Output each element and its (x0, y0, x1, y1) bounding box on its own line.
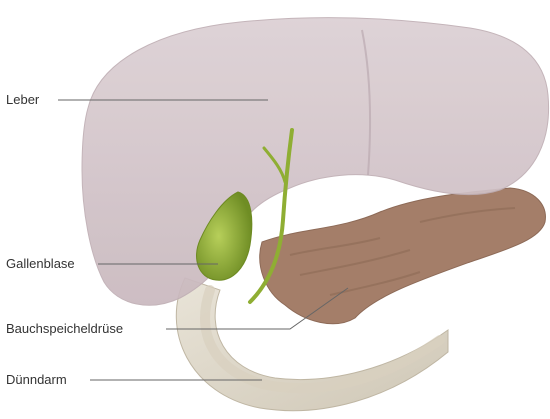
label-liver: Leber (6, 92, 39, 108)
label-pancreas: Bauchspeicheldrüse (6, 321, 123, 337)
label-gallbladder: Gallenblase (6, 256, 75, 272)
label-small-intestine: Dünndarm (6, 372, 67, 388)
